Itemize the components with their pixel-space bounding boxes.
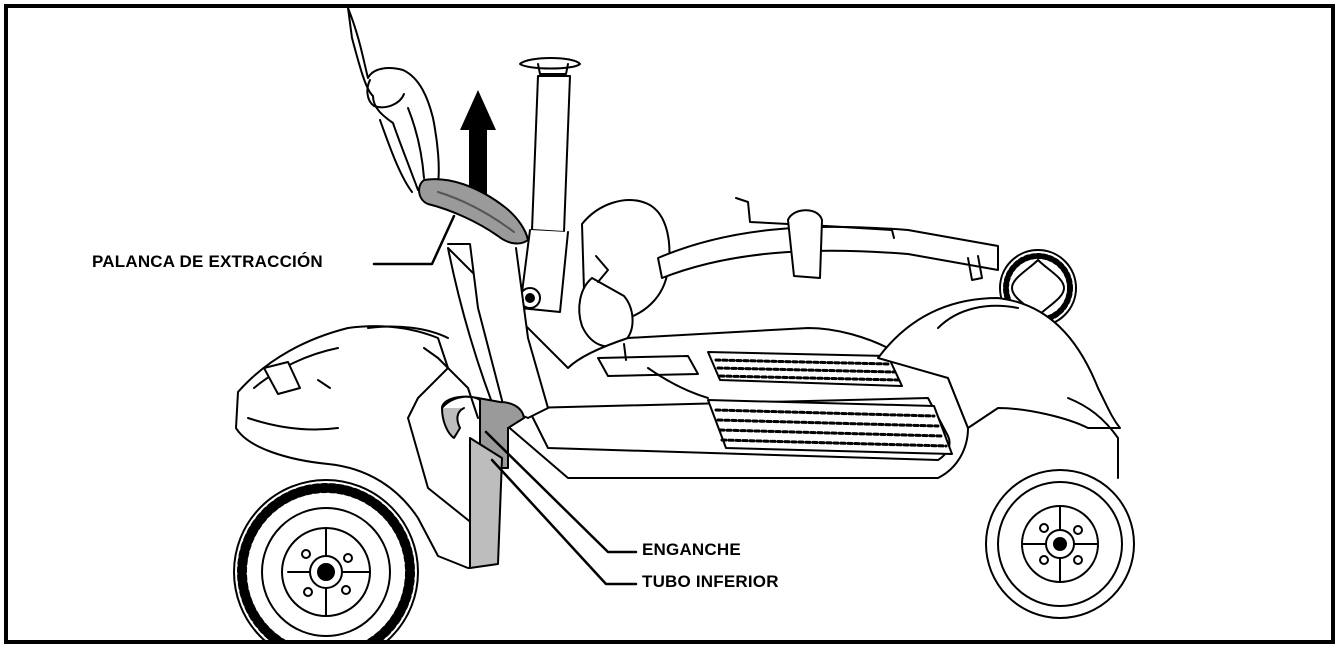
- leader-lines: [372, 214, 638, 586]
- rear-wheel: [985, 469, 1135, 619]
- tiller-column: [519, 57, 581, 313]
- rear-frame: [657, 197, 999, 281]
- grip-dots: [714, 358, 948, 448]
- label-lower-tube: TUBO INFERIOR: [642, 572, 779, 591]
- hand-drawing: [347, 8, 440, 193]
- seat-mount: [519, 199, 671, 348]
- up-arrow-icon: [460, 90, 496, 206]
- leader-lower-tube: [490, 458, 638, 586]
- leader-extraction-lever: [372, 214, 456, 266]
- scooter-illustration: [233, 8, 1135, 640]
- diagram-frame: PALANCA DE EXTRACCIÓN ENGANCHE TUBO INFE…: [4, 4, 1335, 644]
- front-wheel: [233, 479, 419, 640]
- rear-shroud: [877, 297, 1121, 479]
- label-hook: ENGANCHE: [642, 540, 741, 559]
- leader-hook: [484, 430, 638, 554]
- extraction-lever: [418, 178, 529, 245]
- label-extraction-lever: PALANCA DE EXTRACCIÓN: [92, 252, 323, 271]
